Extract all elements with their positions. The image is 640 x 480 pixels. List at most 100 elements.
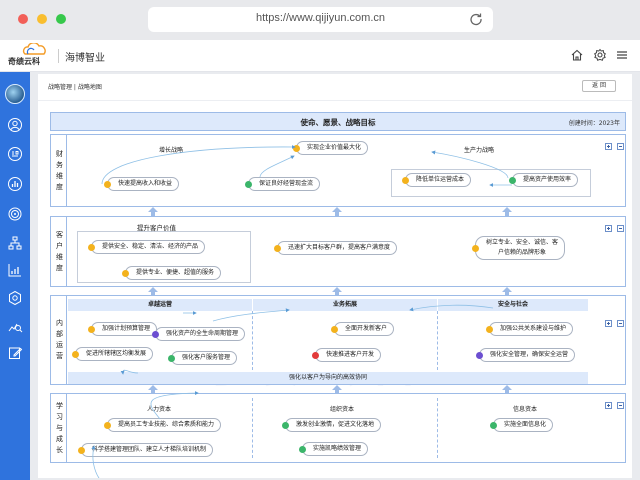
gear-badge-icon[interactable] xyxy=(7,290,23,306)
node-expand-customers[interactable]: 迅速扩大目标客户群，提高客户满意度 xyxy=(274,241,398,255)
collapse-button[interactable] xyxy=(617,143,624,150)
customer-value-group xyxy=(77,231,251,283)
avatar[interactable] xyxy=(5,84,25,104)
logo[interactable]: 奇绩云科 xyxy=(8,43,54,69)
edit-icon[interactable] xyxy=(7,345,23,361)
collapse-button[interactable] xyxy=(617,225,624,232)
target-icon[interactable] xyxy=(7,206,23,222)
status-dot xyxy=(88,244,95,251)
node-label: 促进所辖辖区均衡发展 xyxy=(86,350,147,357)
node-asset-lifecycle[interactable]: 强化资产的全生命周期管理 xyxy=(152,327,246,341)
app-header: 奇绩云科 海博智业 xyxy=(0,40,640,72)
window-maximize-button[interactable] xyxy=(56,14,66,24)
node-label: 快速推进客户开发 xyxy=(326,351,375,358)
menu-icon[interactable] xyxy=(615,48,629,62)
node-label: 快速提高收入和收益 xyxy=(118,180,173,187)
node-customer-development[interactable]: 快速推进客户开发 xyxy=(312,348,382,362)
expand-button[interactable] xyxy=(605,402,612,409)
status-dot xyxy=(509,177,516,184)
growth-strategy-label: 增长战略 xyxy=(159,147,184,154)
node-label: 强化安全管理，确保安全运营 xyxy=(490,351,569,358)
col-human-capital: 人力资本 xyxy=(147,406,172,413)
status-dot xyxy=(245,181,252,188)
internal-label: 内 部 运 营 xyxy=(53,296,67,384)
learning-label: 学 习 与 成 长 xyxy=(53,394,67,462)
node-network-development[interactable]: 促进所辖辖区均衡发展 xyxy=(72,347,154,361)
node-safety-management[interactable]: 强化安全管理，确保安全运营 xyxy=(476,348,576,362)
status-dot xyxy=(72,351,79,358)
section-finance: 财 务 维 度 增长战略 生产力战略 实现企业价值最大化 快速提高收入和收益 保… xyxy=(50,134,626,207)
node-label: 实现企业价值最大化 xyxy=(307,144,362,151)
id-card-icon[interactable] xyxy=(7,146,23,162)
status-dot xyxy=(402,177,409,184)
reload-icon[interactable] xyxy=(469,12,483,26)
up-arrow-icon xyxy=(332,207,342,217)
node-culture[interactable]: 激发创业激情，促进文化落地 xyxy=(282,418,382,432)
status-dot xyxy=(312,352,319,359)
expand-button[interactable] xyxy=(605,143,612,150)
collapse-button[interactable] xyxy=(617,320,624,327)
node-customer-service[interactable]: 强化客户服务管理 xyxy=(168,351,238,365)
node-public-relations[interactable]: 加强公共关系建设与维护 xyxy=(486,322,574,336)
node-products[interactable]: 提供安全、稳定、清洁、经济的产品 xyxy=(88,240,206,254)
node-enterprise-value[interactable]: 实现企业价值最大化 xyxy=(293,141,369,155)
window-minimize-button[interactable] xyxy=(37,14,47,24)
node-brand-image[interactable]: 树立专业、安全、诚信、客户信赖的品牌形象 xyxy=(472,236,566,260)
column-divider xyxy=(437,311,438,370)
settings-icon[interactable] xyxy=(593,48,607,62)
status-dot xyxy=(168,355,175,362)
status-dot xyxy=(78,447,85,454)
expand-button[interactable] xyxy=(605,225,612,232)
customer-label: 客 户 维 度 xyxy=(53,217,67,286)
main-panel: 战略管理 | 战略地图 返 回 使命、愿景、战略目标 创建时间：2023年 奇绩… xyxy=(38,74,632,478)
node-label: 强化资产的全生命周期管理 xyxy=(166,330,239,337)
node-label: 保证良好经营现金流 xyxy=(259,180,314,187)
node-cashflow[interactable]: 保证良好经营现金流 xyxy=(245,177,321,191)
window-close-button[interactable] xyxy=(18,14,28,24)
up-arrow-icon xyxy=(502,287,512,297)
status-dot xyxy=(486,326,493,333)
node-revenue[interactable]: 快速提高收入和收益 xyxy=(104,177,180,191)
customer-value-heading: 提升客户价值 xyxy=(137,224,176,232)
trend-chart-icon[interactable] xyxy=(7,262,23,278)
node-asset-efficiency[interactable]: 提高资产使用效率 xyxy=(509,173,579,187)
node-label: 提供专业、便捷、超值的服务 xyxy=(136,269,215,276)
node-management-team[interactable]: 科学搭建管理团队、建立人才梯队培训机制 xyxy=(78,443,214,457)
node-label: 提高员工专业技能、综合素质和能力 xyxy=(118,421,215,428)
strategy-map-title-bar: 使命、愿景、战略目标 创建时间：2023年 xyxy=(50,112,626,131)
node-new-customers[interactable]: 全面开发新客户 xyxy=(331,322,395,336)
divider xyxy=(38,100,632,101)
node-informatization[interactable]: 实施全面信息化 xyxy=(490,418,554,432)
node-performance[interactable]: 实施凯略绩效管理 xyxy=(299,442,369,456)
search-chart-icon[interactable] xyxy=(7,318,23,334)
url-text: https://www.qijiyun.com.cn xyxy=(256,12,385,24)
back-button[interactable]: 返 回 xyxy=(582,80,616,92)
section-learning: 学 习 与 成 长 人力资本 组织资本 信息资本 提高员工专业技能、综合素质和能… xyxy=(50,393,626,463)
expand-button[interactable] xyxy=(605,320,612,327)
node-unit-cost[interactable]: 降低单位运营成本 xyxy=(402,173,472,187)
home-icon[interactable] xyxy=(570,48,584,62)
status-dot xyxy=(122,270,129,277)
collapse-button[interactable] xyxy=(617,402,624,409)
up-arrow-icon xyxy=(148,287,158,297)
column-divider xyxy=(437,398,438,458)
address-bar[interactable]: https://www.qijiyun.com.cn xyxy=(148,7,493,32)
status-dot xyxy=(299,446,306,453)
node-service[interactable]: 提供专业、便捷、超值的服务 xyxy=(122,266,222,280)
org-chart-icon[interactable] xyxy=(7,235,23,251)
status-dot xyxy=(472,245,479,252)
node-staff-skills[interactable]: 提高员工专业技能、综合素质和能力 xyxy=(104,418,222,432)
node-label: 加强计划预算管理 xyxy=(102,325,151,332)
node-plan-budget[interactable]: 加强计划预算管理 xyxy=(88,322,158,336)
status-dot xyxy=(104,181,111,188)
section-customer: 客 户 维 度 提升客户价值 提供安全、稳定、清洁、经济的产品 提供专业、便捷、… xyxy=(50,216,626,287)
node-label: 降低单位运营成本 xyxy=(416,176,465,183)
breadcrumb: 战略管理 | 战略地图 xyxy=(48,84,102,91)
bar-chart-icon[interactable] xyxy=(7,176,23,192)
up-arrow-icon xyxy=(332,385,342,395)
up-arrow-icon xyxy=(148,207,158,217)
user-icon[interactable] xyxy=(7,117,23,133)
column-divider xyxy=(252,398,253,458)
logo-cloud-icon xyxy=(22,43,46,55)
col-expansion: 业务拓展 xyxy=(253,299,437,311)
